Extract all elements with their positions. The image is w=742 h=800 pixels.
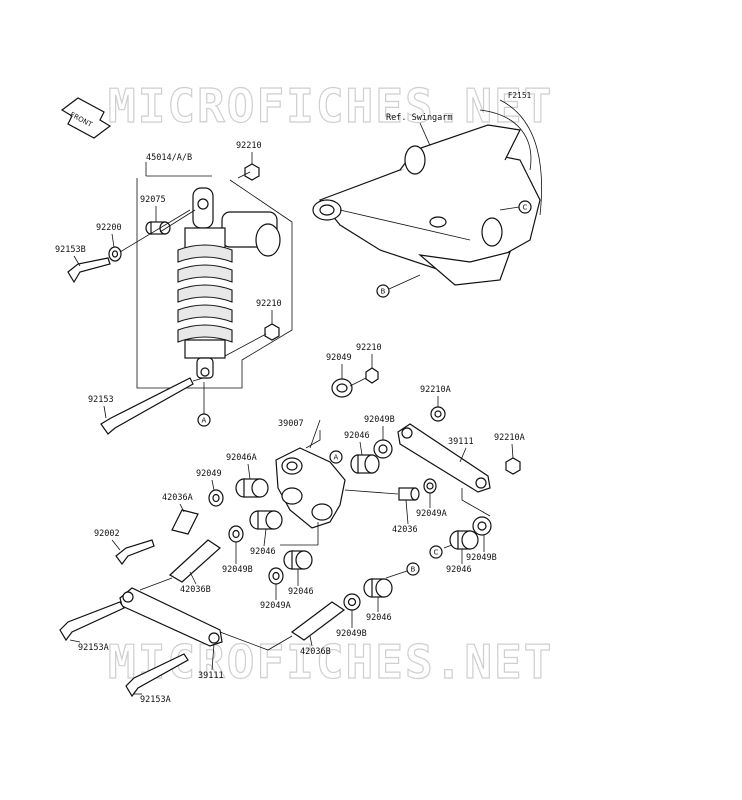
label-42036b-left: 42036B: [180, 585, 211, 595]
label-92049b-rocker: 92049B: [364, 415, 395, 425]
nut-92210-mid: [264, 323, 280, 341]
label-92210-mid: 92210: [256, 299, 282, 309]
label-92046-left: 92046: [250, 547, 276, 557]
nut-92210-rocker: [365, 367, 379, 384]
label-92046-c: 92046: [446, 565, 472, 575]
label-92210-top: 92210: [236, 141, 262, 151]
svg-text:C: C: [434, 549, 439, 557]
washer-92200: [108, 246, 122, 262]
seal-92049b-rocker: [373, 439, 393, 459]
bearing-92046-b: [363, 578, 393, 598]
label-39111-upper: 39111: [448, 437, 474, 447]
label-92210-rocker: 92210: [356, 343, 382, 353]
seal-92049b-c: [472, 516, 492, 536]
label-92002: 92002: [94, 529, 120, 539]
watermark-top: MICROFICHES.NET: [108, 79, 553, 133]
seal-92049b-left: [228, 525, 244, 543]
label-92046-low: 92046: [288, 587, 314, 597]
label-39111-lower: 39111: [198, 671, 224, 681]
bolt-92153a-lower: [125, 653, 189, 698]
callout-b-swingarm: [376, 284, 390, 298]
tie-rod-39111-lower: [119, 587, 223, 647]
label-42036a: 42036A: [162, 493, 193, 503]
rocker-arm-39007: [275, 419, 346, 529]
svg-text:B: B: [411, 566, 416, 574]
label-92049b-b: 92049B: [336, 629, 367, 639]
swingarm: [312, 99, 542, 286]
svg-text:A: A: [202, 417, 207, 425]
label-92046-b: 92046: [366, 613, 392, 623]
svg-text:C: C: [523, 204, 528, 212]
bearing-92046-c: [449, 530, 479, 550]
bolt-92153b: [67, 257, 111, 284]
label-92046a: 92046A: [226, 453, 257, 463]
bearing-92046-rocker: [350, 454, 380, 474]
seal-92049b-b: [343, 593, 361, 611]
label-92049-left: 92049: [196, 469, 222, 479]
sleeve-42036b-right: [290, 601, 346, 641]
label-92049a-low: 92049A: [260, 601, 291, 611]
seal-92049-left: [208, 489, 224, 507]
label-92153a-upper: 92153A: [78, 643, 109, 653]
label-92049b-left: 92049B: [222, 565, 253, 575]
nut-92210-top: [244, 163, 260, 181]
callout-a-rocker: [329, 450, 343, 464]
label-42036: 42036: [392, 525, 418, 535]
seal-92049a-rod: [423, 478, 437, 494]
label-92153b: 92153B: [55, 245, 86, 255]
label-45014: 45014/A/B: [146, 153, 192, 163]
bearing-92046a: [235, 478, 269, 498]
callout-b-rod: [406, 562, 420, 576]
nut-92210a-end: [505, 457, 521, 475]
seal-92049-top: [331, 378, 353, 398]
svg-text:A: A: [334, 454, 339, 462]
bearing-92046-left: [249, 510, 283, 530]
label-92153: 92153: [88, 395, 114, 405]
label-92200: 92200: [96, 223, 122, 233]
tie-rod-39111-upper: [397, 423, 491, 493]
label-92075: 92075: [140, 195, 166, 205]
label-92153a-lower: 92153A: [140, 695, 171, 705]
svg-text:B: B: [381, 288, 386, 296]
label-92210a-top: 92210A: [420, 385, 451, 395]
label-92049-top: 92049: [326, 353, 352, 363]
label-42036b-right: 42036B: [300, 647, 331, 657]
seal-92049a-low: [268, 567, 284, 585]
label-92049a-rod: 92049A: [416, 509, 447, 519]
bolt-92153a-upper: [59, 601, 125, 642]
bolt-92002: [115, 539, 155, 565]
bearing-92046-low: [283, 550, 313, 570]
sleeve-42036b-left: [168, 539, 221, 583]
label-92210a-end: 92210A: [494, 433, 525, 443]
sleeve-42036: [398, 487, 420, 501]
label-92049b-c: 92049B: [466, 553, 497, 563]
bolt-92153: [100, 377, 194, 435]
ref-swingarm-label: Ref. Swingarm: [386, 113, 453, 123]
callout-c-rod: [429, 545, 443, 559]
sleeve-42036a: [171, 509, 199, 535]
shock-absorber: [136, 178, 293, 389]
nut-92210a-top: [430, 406, 446, 422]
label-39007: 39007: [278, 419, 304, 429]
front-arrow-icon: FRONT: [60, 97, 112, 139]
figure-code: F2151: [508, 91, 532, 100]
label-92046-rocker: 92046: [344, 431, 370, 441]
